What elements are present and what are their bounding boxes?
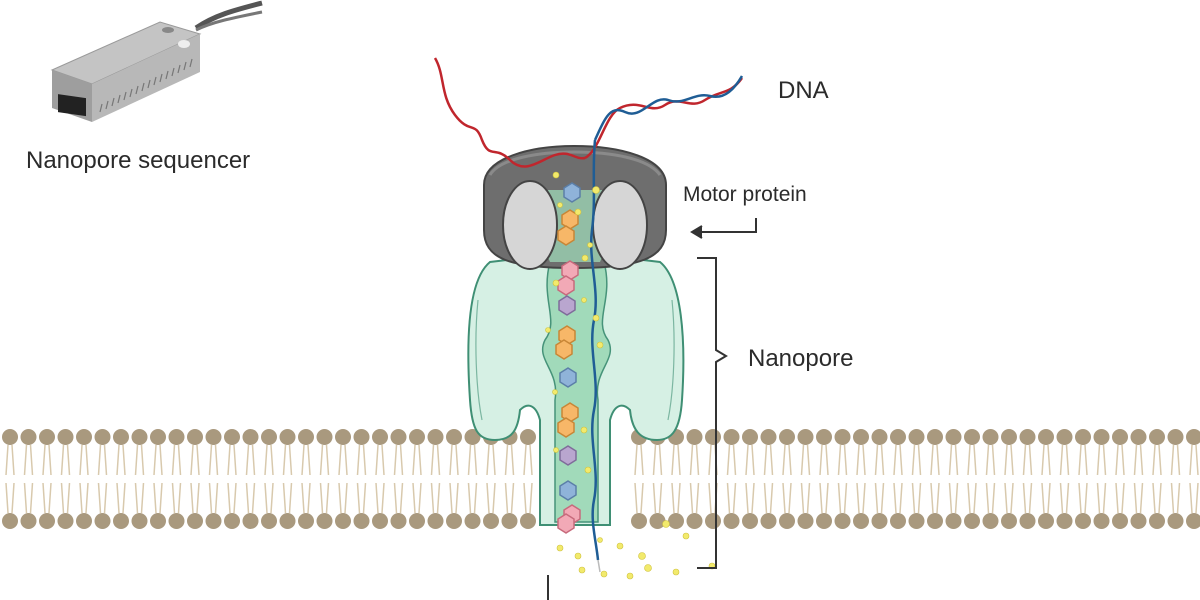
motor-protein-arrow [690,218,757,239]
ion-dots [545,171,716,580]
lipid-membrane [2,429,1200,529]
sequencer-device-icon [50,0,263,122]
label-motor-protein: Motor protein [683,183,807,206]
label-dna: DNA [778,77,829,104]
label-nanopore-sequencer: Nanopore sequencer [26,147,251,174]
nucleotides [555,182,581,534]
nanopore-protein [467,255,685,526]
dna-strand [433,57,744,573]
nanopore-bracket [697,257,728,569]
label-nanopore: Nanopore [748,345,854,372]
motor-protein [483,144,667,270]
